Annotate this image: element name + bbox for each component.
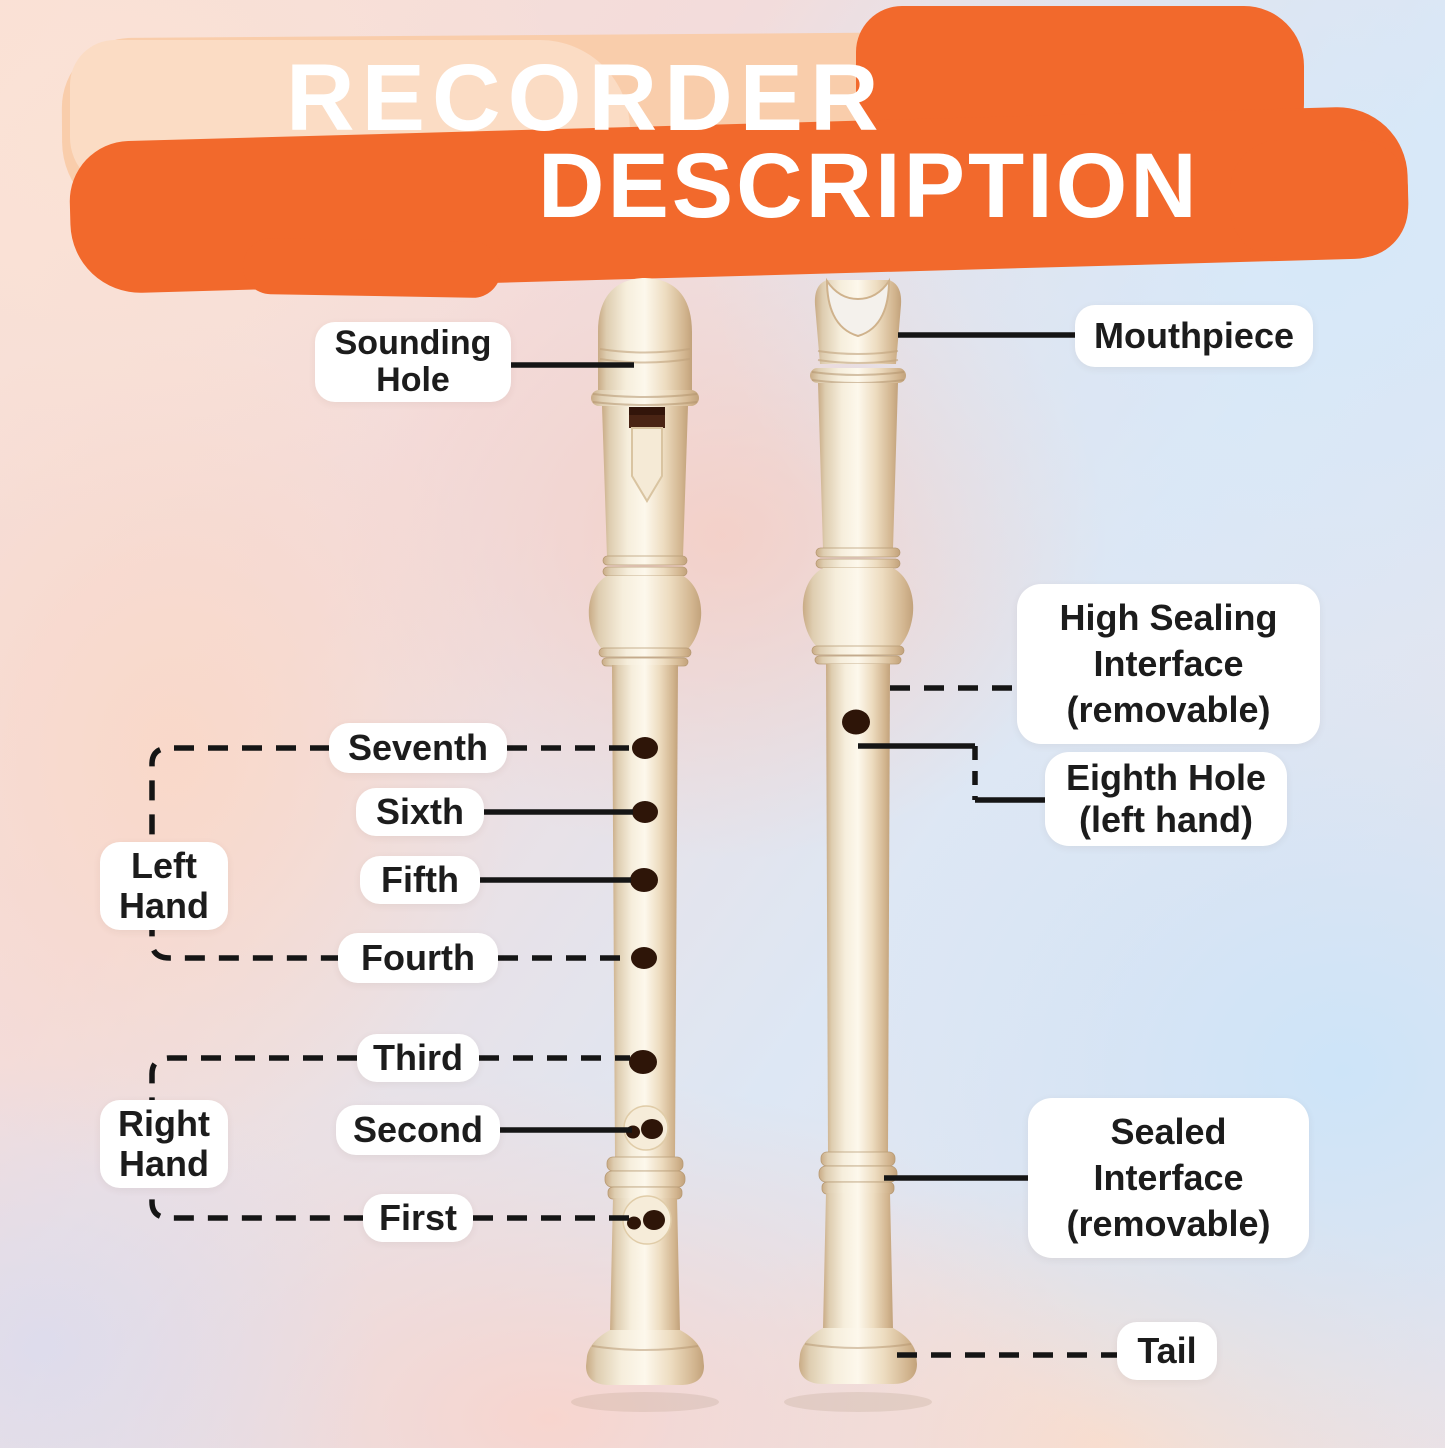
finger-hole-first-large	[643, 1210, 665, 1230]
label-eighth-hole: Eighth Hole (left hand)	[1045, 752, 1287, 846]
recorder-back-socket-bulge	[802, 568, 914, 648]
label-hole-first: First	[363, 1194, 473, 1242]
recorder-front-socket-bulge	[588, 576, 702, 650]
label-hole-fourth: Fourth	[338, 933, 498, 983]
label-hole-fifth: Fifth	[360, 856, 480, 904]
finger-hole-seventh	[632, 737, 658, 759]
thumb-hole-eighth	[842, 709, 870, 735]
recorder-back-bell	[799, 1328, 917, 1384]
finger-hole-fourth	[631, 947, 657, 969]
recorder-front-view	[571, 278, 719, 1412]
label-hole-third: Third	[357, 1034, 479, 1082]
page-title-line2: DESCRIPTION	[538, 135, 1200, 237]
recorder-front-body-tube	[612, 665, 678, 1157]
brush-stroke-orange-right	[1230, 140, 1408, 258]
recorder-front-beak	[598, 278, 692, 404]
page-title-line1: RECORDER	[286, 45, 886, 151]
label-hole-sixth: Sixth	[356, 788, 484, 836]
label-high-sealing-interface: High Sealing Interface (removable)	[1017, 584, 1320, 744]
mouthpiece-notch	[825, 277, 891, 338]
finger-hole-third	[629, 1050, 657, 1074]
finger-hole-fifth	[630, 868, 658, 892]
label-mouthpiece: Mouthpiece	[1075, 305, 1313, 367]
recorder-back-shadow	[784, 1392, 932, 1412]
finger-hole-first-small	[627, 1216, 641, 1230]
recorder-front-bell	[586, 1330, 704, 1385]
label-hole-second: Second	[336, 1105, 500, 1155]
recorder-back-foot-tube	[823, 1193, 893, 1329]
finger-hole-sixth	[632, 801, 658, 823]
recorder-back-body-tube	[826, 664, 890, 1152]
recorder-back-head-tube	[818, 383, 898, 549]
finger-hole-second-large	[641, 1119, 663, 1139]
label-right-hand: Right Hand	[100, 1100, 228, 1188]
label-left-hand: Left Hand	[100, 842, 228, 930]
label-sounding-hole: Sounding Hole	[315, 322, 511, 402]
label-tail: Tail	[1117, 1322, 1217, 1380]
recorder-front-foot-joint	[604, 1170, 686, 1188]
recorder-front-shadow	[571, 1392, 719, 1412]
recorder-back-view	[784, 277, 932, 1412]
label-hole-seventh: Seventh	[329, 723, 507, 773]
label-sealed-interface: Sealed Interface (removable)	[1028, 1098, 1309, 1258]
windway-recess	[631, 427, 663, 503]
title-banner: RECORDER DESCRIPTION	[0, 0, 1445, 320]
